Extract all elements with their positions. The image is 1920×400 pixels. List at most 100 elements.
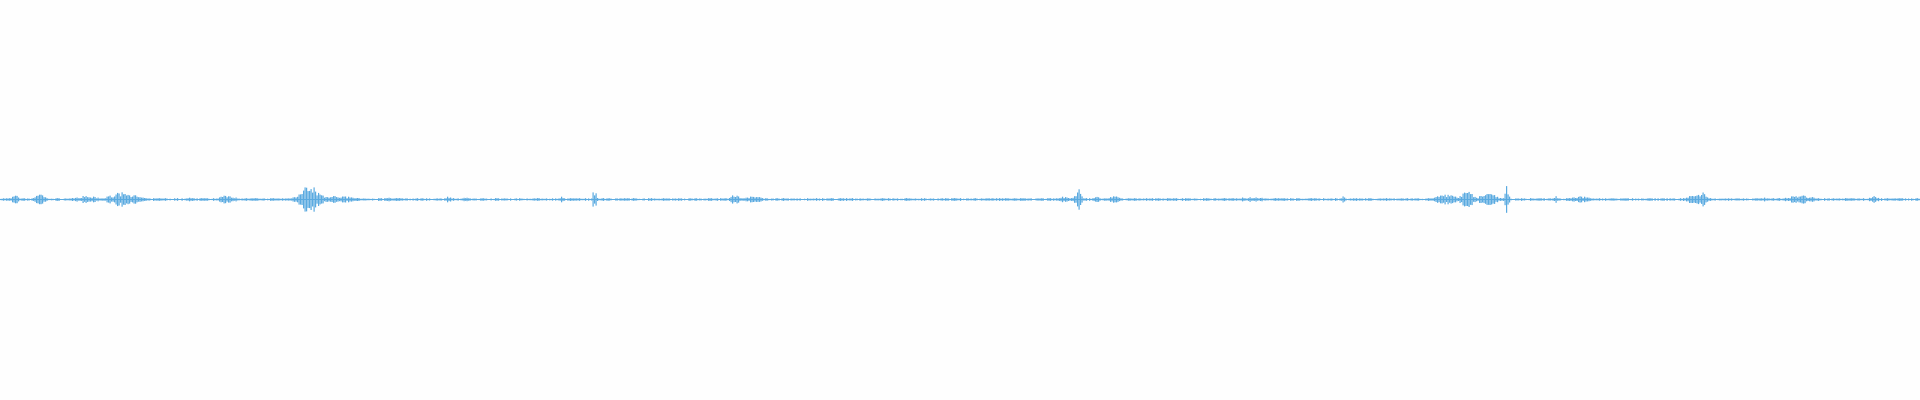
waveform-bar (214, 198, 216, 201)
waveform-bar (717, 198, 719, 201)
waveform-bar (234, 198, 236, 201)
waveform-bar (1078, 189, 1080, 210)
waveform-bar (1081, 196, 1083, 203)
waveform-bar (1458, 198, 1460, 201)
waveform-bar (213, 198, 215, 201)
waveform-bar (388, 197, 390, 202)
waveform-bar (252, 198, 254, 201)
waveform-bar (1369, 198, 1371, 201)
waveform-bar (453, 198, 455, 201)
waveform-bar (534, 198, 536, 201)
waveform-bar (1768, 198, 1770, 201)
waveform-bar (30, 199, 32, 200)
waveform-bar (759, 197, 761, 202)
waveform-bar (1155, 198, 1157, 201)
waveform-bar (163, 198, 165, 201)
waveform-bar (739, 198, 741, 201)
waveform-bar (286, 198, 288, 201)
waveform-bar (1018, 198, 1020, 201)
waveform-bar (1806, 197, 1808, 202)
waveform-bar (1206, 198, 1208, 201)
waveform-bar (315, 191, 317, 208)
waveform-bar (867, 198, 869, 201)
waveform-bar (1789, 198, 1791, 201)
waveform-bar (1404, 198, 1406, 201)
waveform-bar (1042, 198, 1044, 201)
waveform-bar (1165, 198, 1167, 201)
waveform-bar (597, 198, 599, 201)
waveform-bar (1596, 198, 1598, 201)
waveform-bar (1833, 198, 1835, 201)
waveform-bar (1776, 198, 1778, 201)
waveform-bar (1414, 198, 1416, 201)
waveform-bar (493, 198, 495, 201)
waveform-bar (1086, 198, 1088, 201)
waveform-bar (1233, 198, 1235, 201)
waveform-bar (751, 196, 753, 203)
waveform-bar (769, 198, 771, 201)
waveform-bar (585, 198, 587, 201)
waveform-bar (1893, 198, 1895, 201)
waveform-bar (1074, 196, 1076, 203)
waveform-bar (1, 198, 3, 201)
waveform-bar (1534, 198, 1536, 201)
waveform-bar (1801, 195, 1803, 204)
waveform-bar (1225, 198, 1227, 201)
waveform-bar (1410, 198, 1412, 201)
waveform-bar (1000, 198, 1002, 201)
waveform-bar (1605, 198, 1607, 201)
waveform-bar (1027, 198, 1029, 201)
waveform-bar (1015, 198, 1017, 201)
waveform-bar (643, 198, 645, 201)
waveform-bar (979, 198, 981, 201)
waveform-bar (912, 198, 914, 201)
waveform-bar (1306, 198, 1308, 201)
waveform-bar (333, 196, 335, 203)
waveform-bar (543, 198, 545, 201)
waveform-bar (1344, 197, 1346, 202)
waveform-bar (166, 198, 168, 201)
waveform-bar (111, 197, 113, 202)
waveform-bar (1215, 198, 1217, 201)
waveform-bar (1471, 194, 1473, 206)
waveform-bar (691, 198, 693, 201)
waveform-bar (88, 197, 90, 202)
waveform-bar (270, 198, 272, 201)
waveform-bar (346, 198, 348, 201)
waveform-bar (910, 198, 912, 201)
waveform-bar (1522, 198, 1524, 201)
waveform-bar (1533, 198, 1535, 201)
waveform-bar (993, 198, 995, 201)
waveform-bar (1834, 198, 1836, 201)
waveform-bar (67, 198, 69, 201)
waveform-bar (348, 196, 350, 203)
waveform-bar (397, 198, 399, 201)
waveform-bar (24, 198, 26, 201)
waveform-bar (846, 198, 848, 201)
waveform-bar (483, 198, 485, 201)
waveform-bar (97, 197, 99, 202)
waveform-bar (156, 198, 158, 201)
waveform-bar (972, 198, 974, 201)
waveform-bar (361, 198, 363, 201)
waveform-bar (457, 198, 459, 201)
waveform-bar (753, 196, 755, 202)
waveform-bar (1066, 197, 1068, 202)
waveform-bar (1612, 198, 1614, 201)
waveform-bar (1401, 198, 1403, 201)
waveform-bar (616, 198, 618, 201)
waveform-bar (952, 198, 954, 201)
waveform-bar (1575, 198, 1577, 201)
waveform-bar (1579, 196, 1581, 203)
waveform-bar (16, 195, 18, 204)
waveform-bar (985, 198, 987, 201)
waveform-bar (196, 198, 198, 201)
waveform-bar (813, 198, 815, 201)
waveform-bar (1416, 198, 1418, 201)
waveform-bar (624, 198, 626, 201)
waveform-bar (1845, 198, 1847, 201)
waveform-bar (211, 198, 213, 201)
waveform-bar (1645, 198, 1647, 201)
waveform-bar (1635, 198, 1637, 201)
